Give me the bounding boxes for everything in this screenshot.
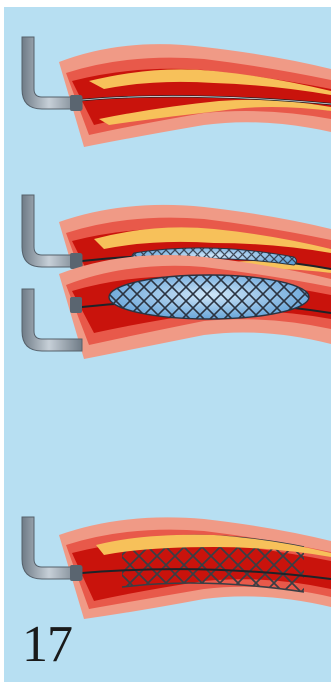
illustration-panel: 17 (4, 7, 331, 682)
page-number: 17 (22, 615, 72, 675)
angioplasty-stent-illustration (4, 7, 331, 682)
